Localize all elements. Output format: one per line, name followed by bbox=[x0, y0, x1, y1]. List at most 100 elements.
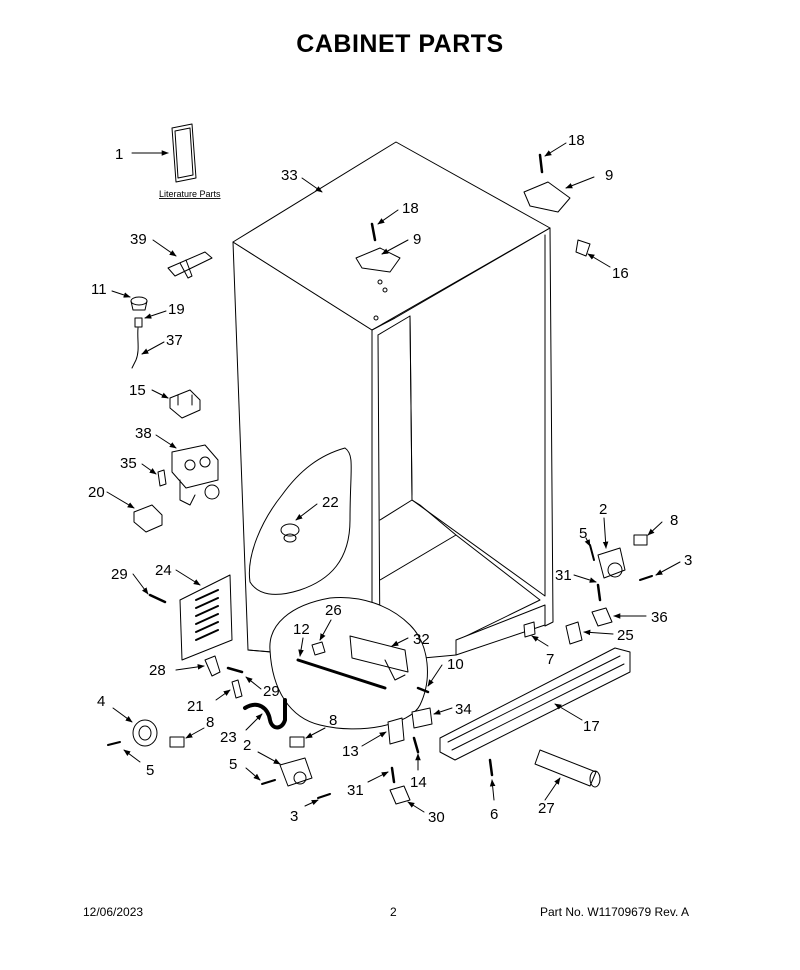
part-39-clip bbox=[167, 251, 213, 279]
leader-8a bbox=[185, 727, 205, 739]
leader-37 bbox=[141, 341, 165, 355]
leader-18a bbox=[377, 209, 399, 225]
leader-3a bbox=[304, 799, 319, 807]
part-30-bracket bbox=[389, 785, 411, 805]
callout-34: 34 bbox=[455, 701, 472, 718]
part-9-hinge-center bbox=[355, 247, 401, 273]
leader-30 bbox=[407, 801, 425, 813]
part-28-bracket bbox=[204, 655, 221, 677]
part-18-screw-top bbox=[538, 153, 544, 174]
leader-25 bbox=[583, 629, 614, 636]
page-title: CABINET PARTS bbox=[296, 30, 504, 58]
leader-16 bbox=[587, 253, 611, 268]
callout-6: 6 bbox=[490, 806, 498, 823]
callout-25: 25 bbox=[617, 627, 634, 644]
part-20-bracket bbox=[133, 504, 163, 533]
part-1-literature bbox=[171, 123, 197, 183]
leader-5b bbox=[245, 767, 261, 781]
leader-27 bbox=[544, 777, 561, 801]
leader-10 bbox=[427, 664, 443, 687]
leader-9b bbox=[565, 176, 595, 189]
leader-3b bbox=[655, 561, 681, 576]
callout-11: 11 bbox=[91, 281, 107, 298]
callout-37: 37 bbox=[166, 332, 183, 349]
callout-29b: 29 bbox=[263, 683, 280, 700]
leader-5a bbox=[123, 749, 141, 763]
callout-3a: 3 bbox=[290, 808, 298, 825]
leader-21 bbox=[215, 689, 231, 701]
part-26-hinge bbox=[311, 641, 326, 656]
part-16-clip bbox=[575, 239, 591, 257]
callout-24: 24 bbox=[155, 562, 172, 579]
leader-22 bbox=[295, 503, 318, 521]
leader-35 bbox=[141, 463, 157, 475]
leader-31a bbox=[573, 574, 597, 583]
part-37-wire bbox=[131, 327, 139, 369]
callout-17: 17 bbox=[583, 718, 600, 735]
callout-13: 13 bbox=[342, 743, 359, 760]
callout-8c: 8 bbox=[670, 512, 678, 529]
leader-19 bbox=[144, 310, 167, 319]
callout-16: 16 bbox=[612, 265, 629, 282]
cabinet-body bbox=[179, 141, 554, 730]
leader-15 bbox=[151, 389, 169, 399]
callout-20: 20 bbox=[88, 484, 105, 501]
footer-date: 12/06/2023 bbox=[83, 905, 144, 919]
leader-34 bbox=[433, 707, 453, 715]
part-19-nut bbox=[134, 317, 143, 328]
callout-27: 27 bbox=[538, 800, 555, 817]
part-5-screw-left bbox=[107, 741, 121, 746]
leader-2a bbox=[257, 751, 281, 765]
callout-38: 38 bbox=[135, 425, 152, 442]
part-35-clip bbox=[157, 469, 167, 487]
leader-26 bbox=[319, 619, 332, 641]
part-2-roller-left bbox=[279, 757, 313, 787]
part-8-pad-center bbox=[289, 736, 305, 748]
callout-5a: 5 bbox=[146, 762, 154, 779]
callout-22: 22 bbox=[322, 494, 339, 511]
callout-26: 26 bbox=[325, 602, 342, 619]
part-8-pad-right bbox=[633, 534, 648, 546]
part-3-screw-right bbox=[639, 575, 653, 581]
part-27-filter bbox=[534, 749, 601, 788]
literature-parts-label: Literature Parts bbox=[159, 189, 221, 199]
callout-23: 23 bbox=[220, 729, 237, 746]
callout-28: 28 bbox=[149, 662, 166, 679]
leader-9a bbox=[381, 239, 409, 255]
leader-32 bbox=[391, 637, 409, 647]
part-17-grille bbox=[439, 647, 631, 761]
leader-38 bbox=[155, 434, 177, 449]
callout-14: 14 bbox=[410, 774, 427, 791]
part-31-screw-lower bbox=[390, 766, 396, 784]
callout-2a: 2 bbox=[243, 737, 251, 754]
callout-12: 12 bbox=[293, 621, 310, 638]
part-21-valve bbox=[231, 679, 243, 699]
leader-23 bbox=[245, 713, 263, 731]
leader-6 bbox=[489, 779, 496, 801]
part-31-screw-right bbox=[596, 583, 602, 602]
part-13-bracket bbox=[387, 717, 405, 745]
callout-5b: 5 bbox=[229, 756, 237, 773]
callout-9a: 9 bbox=[413, 231, 421, 248]
callout-21: 21 bbox=[187, 698, 204, 715]
part-9-hinge-top bbox=[523, 181, 571, 213]
callout-9b: 9 bbox=[605, 167, 613, 184]
leader-7 bbox=[531, 635, 549, 647]
callout-31b: 31 bbox=[347, 782, 364, 799]
callout-10: 10 bbox=[447, 656, 464, 673]
leader-5c bbox=[584, 537, 591, 547]
part-32-bracket bbox=[349, 635, 409, 681]
leader-17 bbox=[554, 703, 583, 721]
part-7-clip bbox=[523, 621, 536, 638]
leader-4 bbox=[112, 707, 133, 723]
part-15-bracket bbox=[169, 389, 201, 419]
part-4-wheel bbox=[132, 719, 158, 747]
callout-18b: 18 bbox=[568, 132, 585, 149]
callout-18a: 18 bbox=[402, 200, 419, 217]
part-22-grommet bbox=[280, 523, 300, 543]
leader-11 bbox=[111, 290, 131, 298]
leader-18b bbox=[544, 142, 567, 157]
footer-page-number: 2 bbox=[390, 905, 397, 919]
leader-arrows bbox=[106, 142, 681, 813]
leader-8b bbox=[305, 727, 326, 739]
